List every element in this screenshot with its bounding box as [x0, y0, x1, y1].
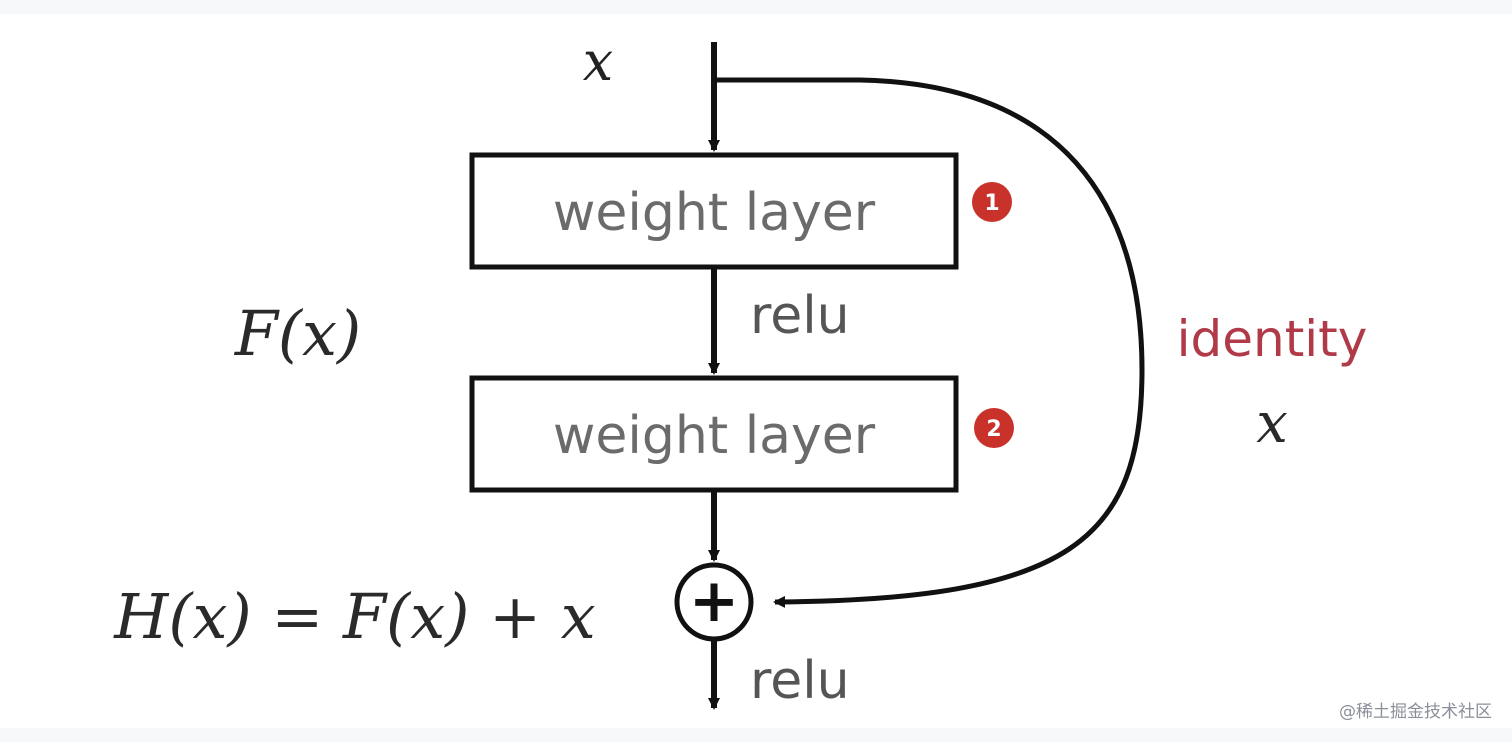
identity-skip-connection [714, 77, 1145, 608]
identity-label: identity [1177, 310, 1368, 368]
badge-2-number: 2 [986, 417, 1001, 442]
sum-node-symbol: + [689, 566, 739, 636]
relu-mid-label: relu [750, 286, 850, 346]
badge-1-number: 1 [984, 191, 999, 216]
badge-1 [972, 182, 1012, 222]
watermark: @稀土掘金技术社区 [1339, 702, 1492, 722]
sum-node [674, 562, 754, 642]
weight-layer-2-label: weight layer [553, 406, 876, 466]
diagram-background [0, 14, 1512, 728]
weight-layer-2-box [469, 375, 959, 493]
equation-label: H(x) = F(x) + x [113, 580, 596, 653]
input-x-label: x [583, 30, 613, 93]
badge-2 [974, 408, 1014, 448]
identity-x-label: x [1256, 391, 1288, 456]
weight-layer-1-label: weight layer [553, 183, 876, 243]
weight-layer-1-box [469, 152, 959, 270]
relu-output-label: relu [750, 651, 850, 711]
fx-label: F(x) [234, 297, 361, 370]
